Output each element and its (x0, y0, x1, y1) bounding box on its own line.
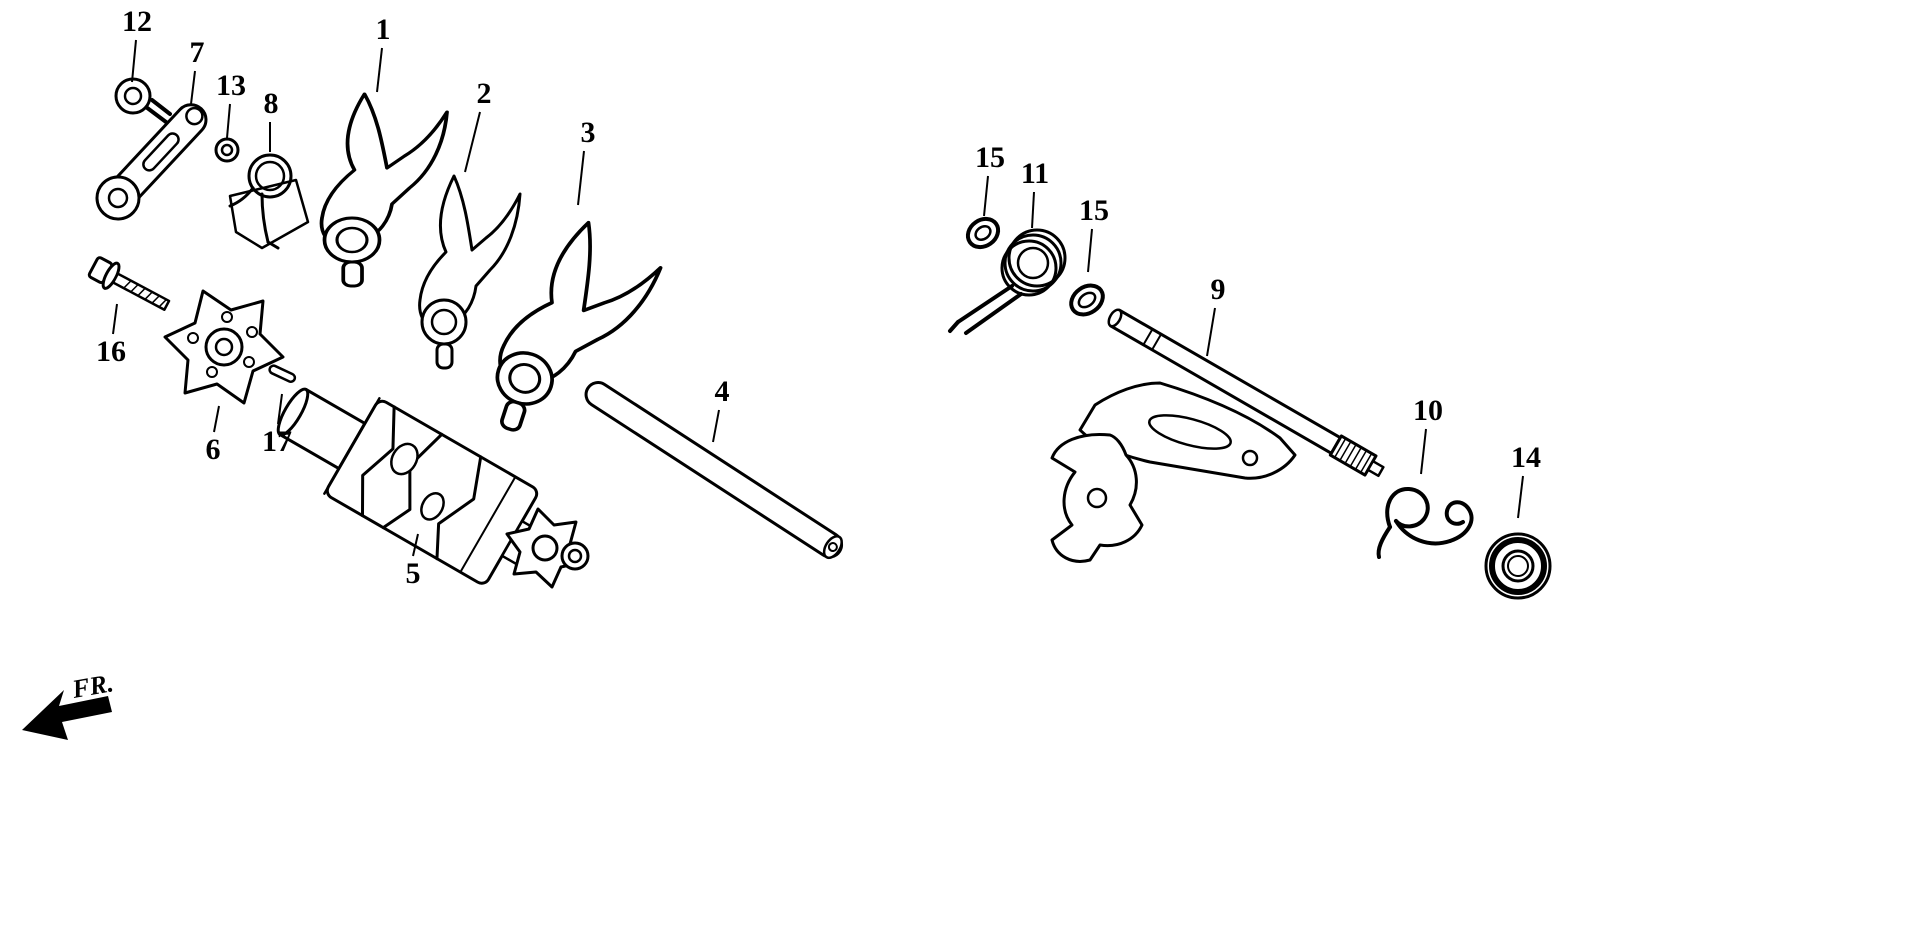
fr-direction-arrow: FR. (22, 668, 116, 740)
part-7-shift-arm-drawing (95, 103, 208, 221)
part-17-pin-drawing (268, 364, 297, 383)
part-10-spring-clip-drawing (1376, 487, 1474, 559)
part-14-collar-drawing (1484, 532, 1552, 600)
part-2-shift-fork-drawing (418, 174, 522, 370)
part-5-gearshift-drum-drawing (276, 387, 590, 589)
part-15-washer-b-drawing (1069, 283, 1105, 317)
part-15-washer-a-drawing (965, 216, 1001, 250)
part-1-shift-fork-drawing (319, 92, 449, 288)
part-8-spring-drawing (228, 153, 310, 250)
part-4-fork-shaft-drawing (584, 381, 844, 560)
part-16-bolt-drawing (87, 256, 171, 311)
fr-label: FR. (69, 668, 116, 704)
part-9-gearshift-spindle-drawing (1050, 308, 1385, 563)
part-6-cam-plate-drawing (163, 289, 285, 405)
part-11-return-spring-drawing (948, 228, 1067, 335)
part-13-washer-drawing (214, 137, 240, 163)
part-12-pivot-bolt-drawing (114, 77, 172, 124)
